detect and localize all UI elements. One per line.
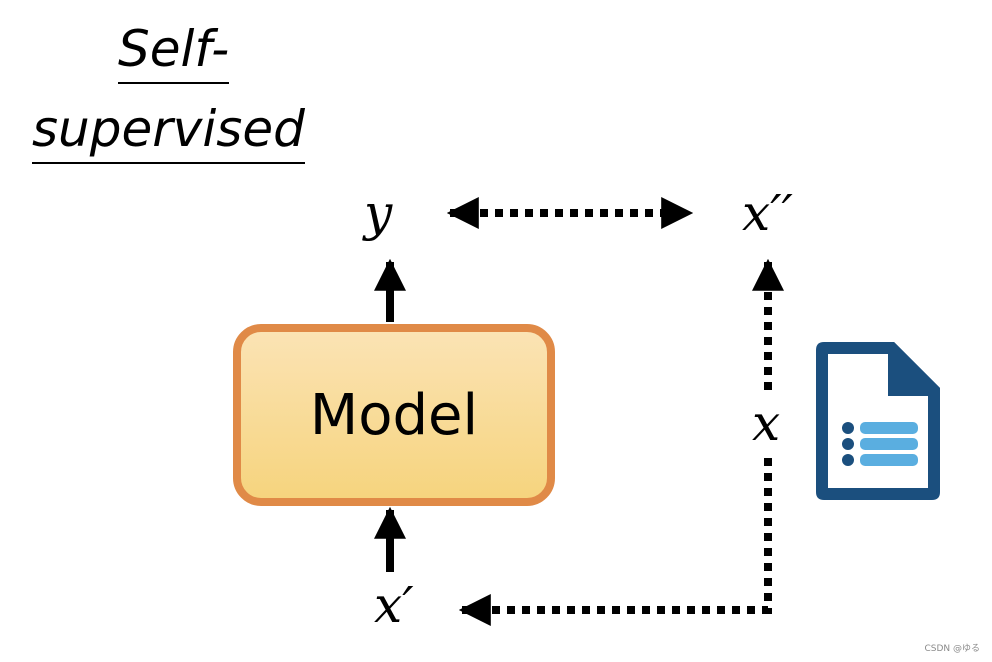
output-variable: y: [364, 184, 393, 242]
title-line-2: supervised: [32, 100, 305, 164]
source-variable: x: [752, 394, 781, 452]
target-variable: x′′: [742, 184, 793, 242]
title-line-1: Self-: [118, 20, 230, 84]
dotted-arrow-source-to-input: [458, 458, 772, 626]
model-box: Model: [233, 324, 555, 506]
document-list-icon: [816, 342, 940, 500]
model-label: Model: [309, 382, 479, 448]
watermark: CSDN @ゆる: [924, 644, 980, 654]
input-variable: x′: [374, 576, 414, 634]
